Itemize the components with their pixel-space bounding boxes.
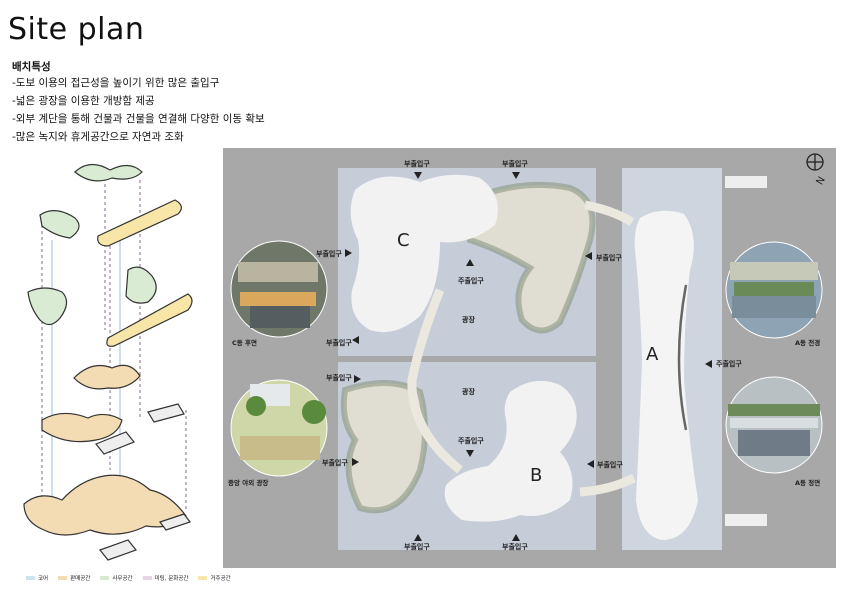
legend-swatch bbox=[100, 576, 110, 580]
photo-a-front: A동 정면 bbox=[725, 376, 823, 487]
side-entrance-label: 부출입구 bbox=[404, 542, 430, 551]
main-entrance-label: 주출입구 bbox=[458, 436, 484, 445]
exploded-axonometric bbox=[23, 163, 193, 561]
legend-item: 사무공간 bbox=[100, 574, 133, 582]
north-label: N bbox=[815, 175, 828, 187]
side-entrance-label: 부출입구 bbox=[596, 253, 622, 262]
photo-caption: A동 정면 bbox=[795, 478, 820, 487]
plaza-label: 광장 bbox=[462, 387, 475, 396]
entrance-arrow-icon bbox=[587, 460, 594, 468]
legend-swatch bbox=[142, 576, 152, 580]
side-entrance-label: 부출입구 bbox=[316, 249, 342, 258]
photo-caption: A동 전경 bbox=[795, 338, 820, 347]
entrance-arrow-icon bbox=[512, 534, 520, 541]
entrance-arrow-icon bbox=[466, 450, 474, 457]
photo-c-rear: C동 후면 bbox=[230, 240, 328, 347]
photo-central-plaza: 중앙 야외 광장 bbox=[228, 379, 328, 487]
photo-a-full: A동 전경 bbox=[725, 241, 823, 347]
features-list: 배치특성 -도보 이용의 접근성을 높이기 위한 많은 출입구 -넓은 광장을 … bbox=[12, 60, 265, 146]
page-title: Site plan bbox=[8, 12, 145, 47]
site-plan: C B A 광장 광장 주출입구 주출입구 주출입구 부출입구 부출입구 부출입… bbox=[223, 148, 836, 568]
side-entrance-label: 부출입구 bbox=[326, 373, 352, 382]
photo-caption: C동 후면 bbox=[232, 338, 257, 347]
legend-item: 코어 bbox=[26, 574, 48, 582]
legend-item: 미팅, 문화공간 bbox=[142, 574, 188, 582]
legend-item: 거주공간 bbox=[198, 574, 231, 582]
side-entrance-label: 부출입구 bbox=[502, 542, 528, 551]
legend-swatch bbox=[26, 576, 35, 580]
feature-item: -많은 녹지와 휴게공간으로 자연과 조화 bbox=[12, 131, 184, 143]
entrance-arrow-icon bbox=[414, 534, 422, 541]
north-arrow-icon: N bbox=[806, 153, 828, 187]
side-entrance-label: 부출입구 bbox=[404, 159, 430, 168]
side-entrance-label: 부출입구 bbox=[326, 338, 352, 347]
entrance-arrow-icon bbox=[352, 458, 359, 466]
main-entrance-label: 주출입구 bbox=[716, 359, 742, 368]
entrance-arrow-icon bbox=[705, 360, 712, 368]
entrance-arrow-icon bbox=[354, 375, 361, 383]
feature-item: -외부 계단을 통해 건물과 건물을 연결해 다양한 이동 확보 bbox=[12, 113, 265, 125]
entrance-arrow-icon bbox=[585, 252, 592, 260]
plaza-label: 광장 bbox=[462, 315, 475, 324]
legend-swatch bbox=[58, 576, 68, 580]
legend-swatch bbox=[198, 576, 208, 580]
entrance-arrow-icon bbox=[512, 172, 520, 179]
entrance-arrow-icon bbox=[345, 249, 352, 257]
building-c-label: C bbox=[397, 230, 410, 251]
entrance-arrow-icon bbox=[466, 259, 474, 266]
main-entrance-label: 주출입구 bbox=[458, 276, 484, 285]
side-entrance-label: 부출입구 bbox=[502, 159, 528, 168]
photo-caption: 중앙 야외 광장 bbox=[228, 478, 268, 487]
entrance-arrow-icon bbox=[352, 336, 359, 344]
side-entrance-label: 부출입구 bbox=[597, 460, 623, 469]
building-b-label: B bbox=[530, 465, 542, 486]
entrance-arrow-icon bbox=[414, 172, 422, 179]
feature-item: -넓은 광장을 이용한 개방함 제공 bbox=[12, 95, 155, 107]
feature-item: -도보 이용의 접근성을 높이기 위한 많은 출입구 bbox=[12, 77, 220, 89]
building-a-label: A bbox=[646, 344, 659, 365]
legend-item: 판매공간 bbox=[58, 574, 90, 582]
legend: 코어 판매공간 사무공간 미팅, 문화공간 거주공간 bbox=[26, 574, 231, 582]
side-entrance-label: 부출입구 bbox=[322, 458, 348, 467]
features-heading: 배치특성 bbox=[12, 61, 51, 73]
